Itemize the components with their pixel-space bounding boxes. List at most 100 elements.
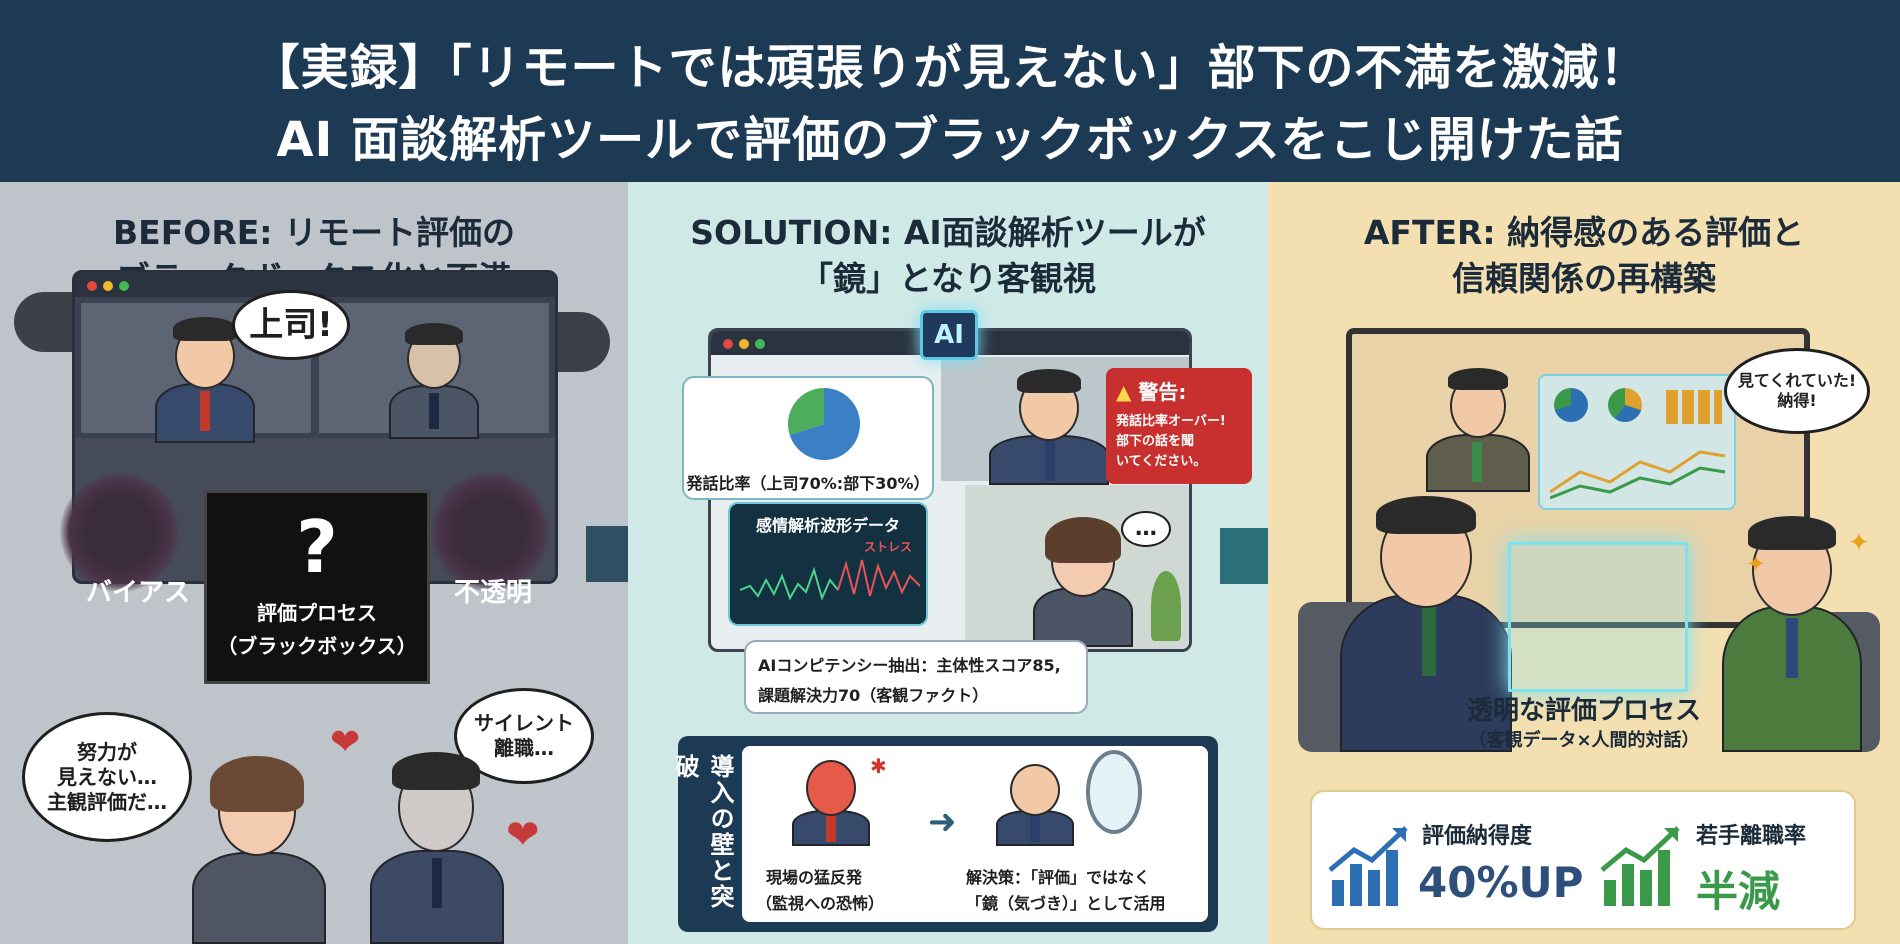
pie-slice-部下 (788, 388, 824, 436)
solution-title-line1: SOLUTION: AI面談解析ツールが (690, 213, 1206, 252)
boss-pointing-figure (979, 361, 1119, 485)
speech-ratio-card: 発話比率（上司70%:部下30%） (682, 376, 934, 500)
wall-left-line2: （監視への恐怖） (756, 894, 885, 913)
maximize-dot-icon (119, 281, 129, 291)
wall-right-line1: 解決策：「評価」ではなく (966, 868, 1151, 887)
warning-body-line2: 部下の話を聞 (1116, 434, 1195, 449)
effort-invisible-bubble: 努力が 見えない… 主観評価だ… (22, 712, 192, 842)
competency-line2: 課題解決力70（客観ファクト） (758, 686, 989, 705)
black-box-label-line2: （ブラックボックス） (217, 634, 417, 658)
flow-arrow-1 (586, 526, 636, 582)
competency-callout: AIコンピテンシー抽出：主体性スコア85, 課題解決力70（客観ファクト） (744, 640, 1088, 714)
speech-ratio-pie (788, 388, 860, 460)
transparent-cube (1508, 542, 1688, 692)
emotion-waveform-title: 感情解析波形データ (755, 516, 900, 535)
boss-speech-bubble: 上司! (232, 290, 350, 360)
analytics-dashboard (1538, 374, 1736, 510)
bias-thorn-icon (60, 472, 180, 592)
adoption-wall-inner: ✱ ➜ 現場の猛反発 （監視への恐怖） 解決策：「評価」ではなく 「鏡（気づき）… (742, 746, 1208, 922)
presenter-figure (1418, 362, 1538, 492)
close-dot-icon (87, 281, 97, 291)
headline-line2: AI 面談解析ツールで評価のブラックボックスをこじ開けた話 (276, 112, 1624, 168)
flow-arrow-2 (1220, 528, 1276, 584)
dashboard-line-icon (1550, 450, 1726, 500)
bubble-left-line3: 主観評価だ… (47, 789, 167, 814)
waveform-stress-line (837, 559, 920, 597)
subordinate-speech-dots: … (1121, 511, 1171, 547)
warning-panel: ▲ 警告: 発話比率オーバー! 部下の話を聞 いてください。 (1106, 368, 1252, 484)
headline-line1: 【実録】「リモートでは頑張りが見えない」部下の不満を激減！ (251, 40, 1649, 96)
bubble-right-line1: サイレント (474, 711, 574, 735)
black-box: ? 評価プロセス （ブラックボックス） (204, 490, 430, 684)
worried-subordinate-figure (379, 319, 489, 439)
close-dot-icon (723, 339, 733, 349)
process-label-line1: 透明な評価プロセス (1466, 696, 1701, 726)
angry-boss-figure (145, 313, 265, 443)
sad-male-employee-figure (362, 730, 512, 944)
broken-heart-icon: ❤ (506, 812, 540, 858)
after-title-line1: AFTER: 納得感のある評価と (1363, 213, 1805, 252)
process-label-line2: （客観データ×人間的対話） (1468, 730, 1700, 751)
sparkle-icon: ✦ (1848, 528, 1870, 558)
question-mark-icon: ? (296, 505, 338, 589)
after-title-line2: 信頼関係の再構築 (1452, 259, 1716, 298)
minimize-dot-icon (103, 281, 113, 291)
stat2-value: 半減 (1696, 867, 1781, 916)
bubble-left-line1: 努力が (77, 739, 137, 764)
after-panel: AFTER: 納得感のある評価と 信頼関係の再構築 見てくれていた! 納得! (1268, 182, 1900, 944)
after-title: AFTER: 納得感のある評価と 信頼関係の再構築 (1268, 210, 1900, 302)
dashboard-bars-icon (1666, 390, 1722, 424)
results-card: 評価納得度 40%UP 若手離職率 半減 (1310, 790, 1856, 930)
black-box-label-line1: 評価プロセス (257, 601, 377, 625)
before-panel: BEFORE: リモート評価の ブラックボックス化と不満 (0, 182, 628, 944)
warning-body-line1: 発話比率オーバー! (1116, 414, 1226, 429)
female-subordinate-figure (1023, 501, 1143, 649)
boss-bubble-text: 上司! (249, 304, 333, 345)
wall-right-line2: 「鏡（気づき）」として活用 (966, 894, 1166, 913)
opaque-thorn-icon (430, 472, 550, 592)
warning-title: ▲ 警告: (1116, 376, 1186, 405)
stat2-label: 若手離職率 (1696, 824, 1807, 849)
waveform-calm-line (740, 566, 839, 601)
header-banner: 【実録】「リモートでは頑張りが見えない」部下の不満を激減！ AI 面談解析ツール… (0, 0, 1900, 182)
speech-dots-text: … (1135, 516, 1157, 542)
after-bubble-line2: 納得! (1777, 391, 1817, 410)
angry-staff-figure (786, 756, 876, 846)
competency-line1: AIコンピテンシー抽出：主体性スコア85, (758, 656, 1061, 675)
solution-panel: SOLUTION: AI面談解析ツールが 「鏡」となり客観視 … AI (628, 182, 1268, 944)
warning-title-text: 警告: (1138, 380, 1187, 404)
maximize-dot-icon (755, 339, 765, 349)
manager-figure (1326, 482, 1526, 752)
solution-title-line2: 「鏡」となり客観視 (799, 259, 1096, 298)
solution-title: SOLUTION: AI面談解析ツールが 「鏡」となり客観視 (628, 210, 1268, 302)
pie-slice-上司 (789, 388, 860, 460)
stress-label: ストレス (864, 540, 913, 554)
minimize-dot-icon (739, 339, 749, 349)
dashboard-donut-icon (1608, 388, 1642, 422)
warning-triangle-icon: ▲ (1116, 380, 1132, 404)
sparkle-icon: ✦ (1746, 550, 1767, 578)
warning-body-line3: いてください。 (1116, 454, 1207, 469)
speech-ratio-label: 発話比率（上司70%:部下30%） (686, 474, 930, 493)
before-title-line1: BEFORE: リモート評価の (113, 213, 515, 252)
emotion-waveform-graph (740, 559, 920, 601)
plant-icon (1151, 571, 1181, 641)
stat1-value: 40%UP (1418, 858, 1584, 907)
adoption-wall-box: 導入の壁と突破 ✱ ➜ 現場の猛反発 （監視への恐怖） 解決策：「評価」ではなく… (671, 736, 1218, 932)
subordinate-figure (1712, 500, 1872, 752)
opaque-label: 不透明 (454, 578, 533, 608)
bubble-right-line2: 離職… (494, 736, 554, 760)
wall-left-line1: 現場の猛反発 (766, 868, 863, 887)
after-bubble-line1: 見てくれていた! (1737, 371, 1857, 390)
ai-chip-label: AI (934, 320, 964, 350)
emotion-waveform-card: 感情解析波形データ ストレス (728, 502, 928, 626)
satisfied-speech-bubble: 見てくれていた! 納得! (1724, 348, 1870, 434)
growth-chart-green-icon (1600, 826, 1680, 906)
bubble-left-line2: 見えない… (57, 764, 157, 789)
transition-arrow-icon: ➜ (928, 802, 957, 842)
dashboard-pie-icon (1554, 388, 1588, 422)
adoption-wall-label: 導入の壁と突破 (671, 754, 734, 910)
mirror-icon (1086, 750, 1142, 834)
broken-heart-icon: ❤ (330, 722, 361, 763)
calm-staff-figure (990, 760, 1080, 846)
